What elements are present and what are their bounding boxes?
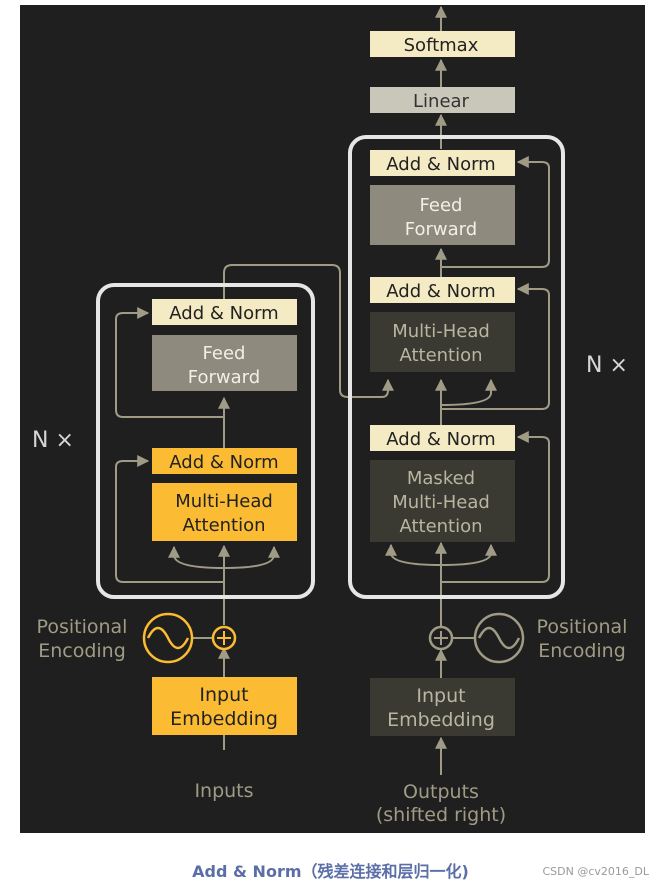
encoder-connectors <box>115 264 394 750</box>
encoder-embedding-line1: Input <box>199 684 248 706</box>
decoder-feed-forward <box>370 185 515 245</box>
decoder-frame <box>348 135 565 599</box>
decoder-sine-wave-icon <box>473 612 525 664</box>
figure-caption: Add & Norm（残差连接和层归一化) <box>192 862 469 881</box>
decoder-embedding-line1: Input <box>416 685 465 707</box>
encoder-multi-head-attention <box>152 483 297 541</box>
encoder-attention-line2: Attention <box>182 515 265 536</box>
encoder-repeat-label: N × <box>32 428 74 453</box>
decoder-input-embedding <box>370 678 515 736</box>
encoder-add-norm-bottom-label: Add & Norm <box>169 452 278 473</box>
decoder-sine-wave-curve <box>477 626 521 650</box>
decoder-positional-encoding-line2: Encoding <box>538 640 626 662</box>
decoder-cross-attention-line1: Multi-Head <box>392 321 490 342</box>
decoder-softmax-label: Softmax <box>404 35 479 56</box>
encoder-add-norm-top <box>152 299 297 325</box>
encoder-inputs-label: Inputs <box>194 780 253 802</box>
decoder-connectors <box>385 5 550 775</box>
decoder-multi-head-attention <box>370 312 515 372</box>
encoder-sine-wave-icon <box>142 612 194 664</box>
encoder-positional-encoding-line2: Encoding <box>38 640 126 662</box>
decoder-add-norm-top-label: Add & Norm <box>386 154 495 175</box>
transformer-diagram: N × Add & Norm Feed Forward Add & Norm M… <box>32 5 628 826</box>
encoder-embedding-line2: Embedding <box>170 708 278 730</box>
encoder-feed-forward-line1: Feed <box>203 343 246 364</box>
encoder-attention-line1: Multi-Head <box>175 491 273 512</box>
decoder-outputs-label-line2: (shifted right) <box>376 804 506 826</box>
decoder-add-norm-middle-label: Add & Norm <box>386 281 495 302</box>
decoder-outputs-label-line1: Outputs <box>403 781 479 803</box>
decoder-add-norm-middle <box>370 277 515 303</box>
decoder-softmax <box>370 31 515 57</box>
decoder-positional-encoding-line1: Positional <box>537 616 628 638</box>
decoder-repeat-label: N × <box>586 353 628 378</box>
transformer-diagram-panel: N × Add & Norm Feed Forward Add & Norm M… <box>20 5 645 833</box>
encoder-sine-wave-curve <box>146 626 190 650</box>
decoder-add-norm-top <box>370 150 515 176</box>
decoder-embedding-line2: Embedding <box>387 709 495 731</box>
decoder-cross-attention-line2: Attention <box>399 345 482 366</box>
decoder-masked-multi-head-attention <box>370 460 515 542</box>
watermark: CSDN @cv2016_DL <box>542 865 649 878</box>
encoder-positional-encoding-line1: Positional <box>37 616 128 638</box>
encoder-feed-forward-line2: Forward <box>188 367 260 388</box>
encoder-add-norm-bottom <box>152 448 297 474</box>
decoder-linear <box>370 87 515 113</box>
encoder-input-embedding <box>152 677 297 735</box>
encoder-feed-forward <box>152 335 297 391</box>
decoder-masked-line1: Masked <box>407 468 475 489</box>
encoder-frame <box>96 283 315 599</box>
decoder-feed-forward-line1: Feed <box>420 195 463 216</box>
encoder-add-norm-top-label: Add & Norm <box>169 303 278 324</box>
decoder-masked-line2: Multi-Head <box>392 492 490 513</box>
decoder-feed-forward-line2: Forward <box>405 219 477 240</box>
decoder-linear-label: Linear <box>413 91 470 112</box>
decoder-add-norm-bottom-label: Add & Norm <box>386 429 495 450</box>
decoder-masked-line3: Attention <box>399 516 482 537</box>
decoder-add-norm-bottom <box>370 425 515 451</box>
